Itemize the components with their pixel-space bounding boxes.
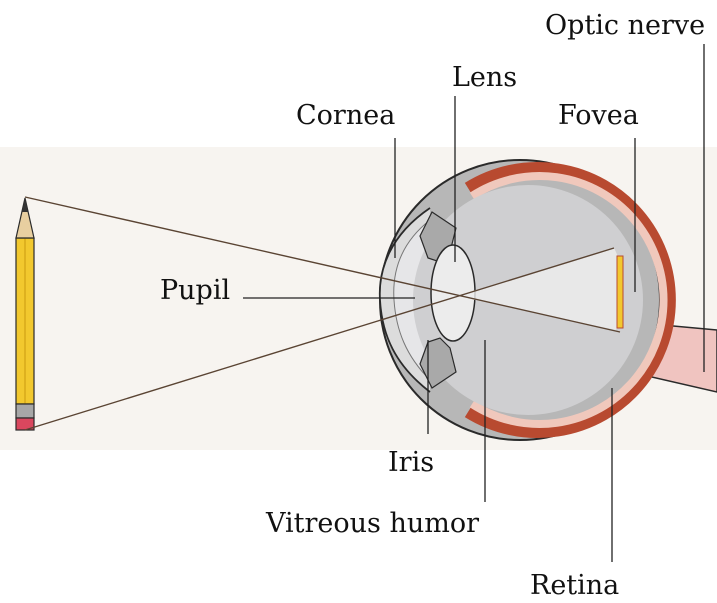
fovea-marker xyxy=(617,256,623,328)
pencil-ferrule xyxy=(16,404,34,418)
label-fovea: Fovea xyxy=(558,100,639,131)
label-pupil: Pupil xyxy=(160,275,230,306)
pencil xyxy=(16,198,34,430)
label-cornea: Cornea xyxy=(296,100,395,131)
label-optic-nerve: Optic nerve xyxy=(545,10,705,41)
label-vitreous-humor: Vitreous humor xyxy=(265,508,479,539)
label-iris: Iris xyxy=(388,447,434,478)
label-lens: Lens xyxy=(452,62,517,93)
label-retina: Retina xyxy=(530,570,619,601)
